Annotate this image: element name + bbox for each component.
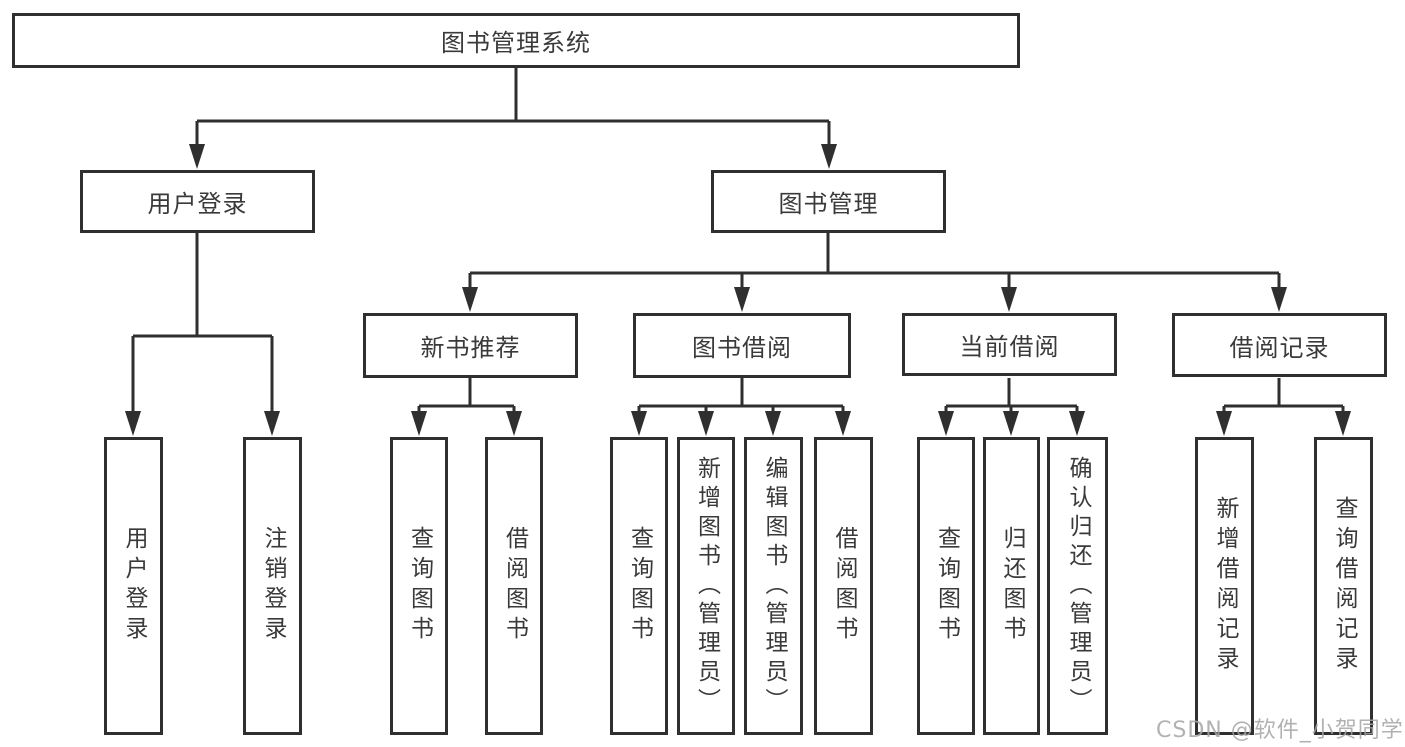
- arrow-mgmt: [821, 144, 837, 169]
- leaf-borrow-edit-books-admin-label: 编辑图书（管理员）: [761, 455, 787, 717]
- arrow-leaf-current-1: [938, 411, 954, 436]
- node-book-management: 图书管理: [711, 170, 946, 233]
- leaf-newbook-query-books-label: 查询图书: [406, 526, 433, 646]
- arrow-leaf-borrow-2: [698, 411, 714, 436]
- node-user-login-label: 用户登录: [147, 190, 248, 218]
- leaf-current-confirm-return-admin-label: 确认归还（管理员）: [1065, 455, 1091, 717]
- leaf-borrow-edit-books-admin: 编辑图书（管理员）: [744, 437, 803, 735]
- arrow-leaf-borrow-4: [835, 411, 851, 436]
- csdn-watermark: CSDN @软件_小贺同学: [1156, 718, 1404, 743]
- node-user-login: 用户登录: [80, 170, 315, 233]
- arrow-l3-newbook: [462, 287, 478, 312]
- arrow-leaf-borrow-1: [631, 411, 647, 436]
- node-current-borrow-label: 当前借阅: [959, 333, 1060, 361]
- arrow-l3-borrow: [734, 287, 750, 312]
- leaf-borrow-query-books-label: 查询图书: [626, 526, 653, 646]
- arrow-leaf-current-2: [1003, 411, 1019, 436]
- leaf-newbook-borrow-books-label: 借阅图书: [501, 526, 528, 646]
- leaf-borrow-borrow-books: 借阅图书: [814, 437, 873, 735]
- node-root-system: 图书管理系统: [12, 13, 1020, 68]
- leaf-current-return-books: 归还图书: [983, 437, 1040, 735]
- leaf-records-add-record-label: 新增借阅记录: [1212, 496, 1238, 676]
- leaf-logout: 注销登录: [243, 437, 302, 735]
- leaf-newbook-borrow-books: 借阅图书: [485, 437, 543, 735]
- node-book-borrow-label: 图书借阅: [692, 334, 792, 362]
- leaf-borrow-query-books: 查询图书: [610, 437, 668, 735]
- leaf-records-query-record-label: 查询借阅记录: [1331, 496, 1357, 676]
- leaf-logout-label: 注销登录: [260, 526, 286, 646]
- leaf-current-query-books: 查询图书: [917, 437, 975, 735]
- leaf-user-login: 用户登录: [104, 437, 163, 735]
- arrow-l3-current: [1001, 287, 1017, 312]
- arrow-leaf-newbook-1: [411, 411, 427, 436]
- leaf-records-query-record: 查询借阅记录: [1314, 437, 1373, 735]
- arrow-l3-records: [1271, 287, 1287, 312]
- leaf-current-confirm-return-admin: 确认归还（管理员）: [1047, 437, 1108, 735]
- arrow-leaf-records-2: [1335, 411, 1351, 436]
- arrowheads: [125, 144, 1351, 436]
- arrow-login: [189, 144, 205, 169]
- arrow-leaf-borrow-3: [765, 411, 781, 436]
- node-current-borrow: 当前借阅: [902, 313, 1117, 376]
- leaf-borrow-borrow-books-label: 借阅图书: [831, 526, 857, 646]
- leaf-user-login-label: 用户登录: [121, 526, 147, 646]
- node-root-label: 图书管理系统: [441, 29, 591, 57]
- arrow-leaf-login-1: [125, 411, 141, 436]
- node-borrow-records-label: 借阅记录: [1229, 333, 1330, 362]
- leaf-borrow-add-books-admin: 新增图书（管理员）: [677, 437, 735, 735]
- arrow-leaf-records-1: [1216, 411, 1232, 436]
- node-book-management-label: 图书管理: [778, 190, 879, 218]
- node-new-book-recommend: 新书推荐: [363, 313, 578, 378]
- node-new-book-recommend-label: 新书推荐: [420, 334, 521, 362]
- node-book-borrow: 图书借阅: [633, 313, 851, 378]
- arrow-leaf-newbook-2: [506, 411, 522, 436]
- node-borrow-records: 借阅记录: [1172, 313, 1387, 377]
- leaf-newbook-query-books: 查询图书: [390, 437, 448, 735]
- arrow-leaf-current-3: [1069, 411, 1085, 436]
- leaf-records-add-record: 新增借阅记录: [1195, 437, 1254, 735]
- arrow-leaf-login-2: [264, 411, 280, 436]
- leaf-borrow-add-books-admin-label: 新增图书（管理员）: [693, 455, 720, 717]
- leaf-current-return-books-label: 归还图书: [999, 526, 1025, 646]
- leaf-current-query-books-label: 查询图书: [933, 526, 960, 646]
